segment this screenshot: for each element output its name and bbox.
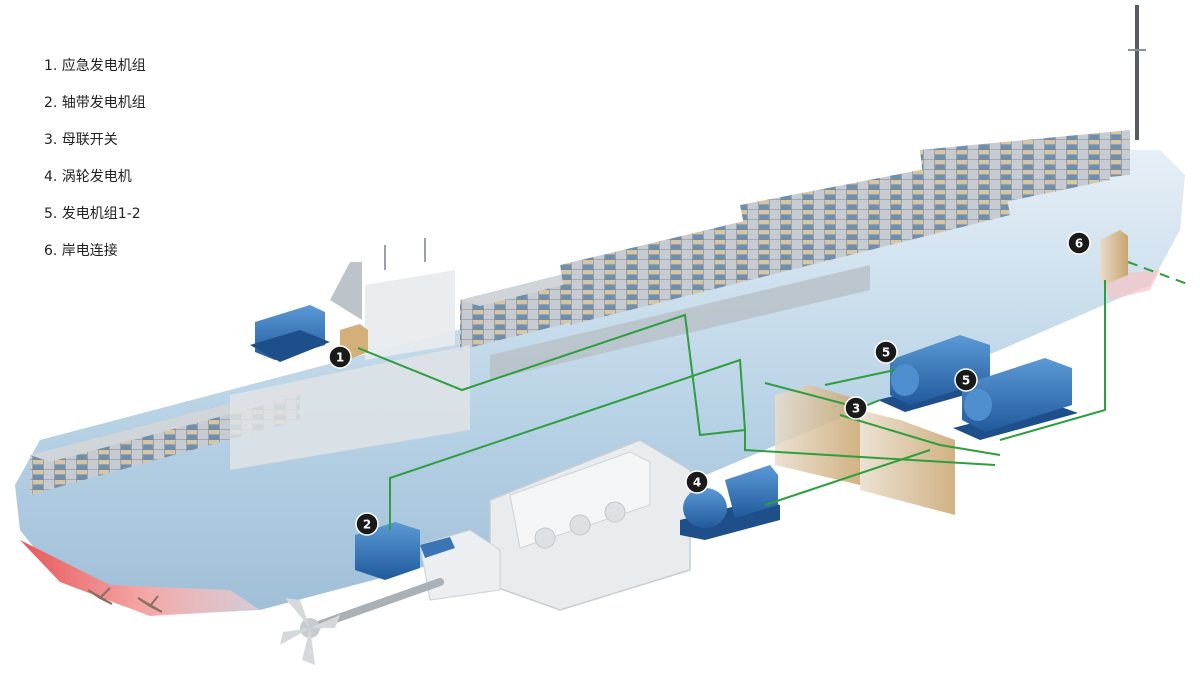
legend-item-bus-tie-switch: 3. 母联开关: [44, 132, 118, 148]
legend-item-shaft-generator: 2. 轴带发电机组: [44, 95, 146, 111]
legend: 1. 应急发电机组 2. 轴带发电机组 3. 母联开关 4. 涡轮发电机 5. …: [44, 56, 146, 278]
legend-item-generator-sets: 5. 发电机组1-2: [44, 206, 141, 222]
legend-item-turbo-generator: 4. 涡轮发电机: [44, 169, 132, 185]
main-engine: [419, 439, 691, 611]
legend-item-shore-connection: 6. 岸电连接: [44, 243, 118, 259]
power-cables: [357, 261, 1191, 530]
shaft-generator: [355, 522, 455, 580]
cable-shore-external: [1127, 261, 1191, 286]
marker-1: 1: [328, 345, 352, 369]
marker-1-label: 1: [336, 351, 344, 365]
marker-3: 3: [844, 396, 868, 420]
marker-4: 4: [685, 470, 709, 494]
marker-5a: 5: [874, 340, 898, 364]
cable-turbo-generator: [764, 449, 931, 506]
switchboard-cabinets: [775, 385, 955, 515]
cable-bus-bar-lower: [839, 414, 1001, 456]
marker-3-label: 3: [852, 402, 860, 416]
marker-6: 6: [1067, 231, 1091, 255]
cable-generator-set-1: [824, 369, 896, 386]
superstructure: [230, 5, 1146, 470]
marker-5b: 5: [954, 368, 978, 392]
marker-2: 2: [355, 512, 379, 536]
marker-4-label: 4: [693, 476, 701, 490]
marker-6-label: 6: [1075, 237, 1083, 251]
marker-5b-label: 5: [962, 374, 970, 388]
cable-shore-connection: [999, 280, 1106, 441]
generator-set-2: [953, 358, 1078, 440]
marker-5a-label: 5: [882, 346, 890, 360]
marker-2-label: 2: [363, 518, 371, 532]
shore-connection-box: [1100, 230, 1128, 284]
cable-emergency-to-bus: [357, 313, 996, 466]
legend-item-emergency-generator: 1. 应急发电机组: [44, 58, 146, 74]
propeller: [87, 587, 340, 665]
cable-shaft-generator: [389, 358, 746, 530]
turbo-generator: [680, 465, 780, 540]
